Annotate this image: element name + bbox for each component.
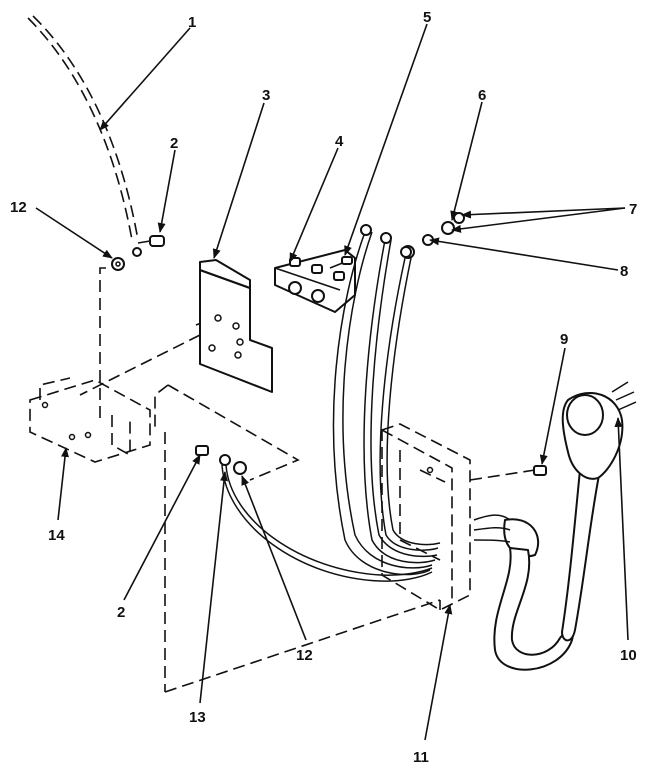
callout-labels: 1 2 12 3 4 5 6 7 8 9 10 11 2 13 12 14 bbox=[10, 9, 637, 766]
callout-2-top: 2 bbox=[170, 135, 178, 152]
power-cord-plug-part bbox=[473, 381, 637, 671]
callout-12-bottom: 12 bbox=[296, 647, 313, 664]
callout-8: 8 bbox=[620, 263, 628, 280]
callout-12-top: 12 bbox=[10, 199, 27, 216]
terminal-screw-part bbox=[329, 256, 353, 269]
nut-top-part bbox=[111, 247, 142, 271]
callout-13: 13 bbox=[189, 709, 206, 726]
callout-14: 14 bbox=[48, 527, 65, 544]
callout-10: 10 bbox=[620, 647, 637, 664]
callout-7: 7 bbox=[629, 201, 637, 218]
assembly-guide-lines bbox=[79, 267, 536, 693]
power-cord-leads bbox=[332, 224, 441, 576]
callout-3: 3 bbox=[262, 87, 270, 104]
callout-4: 4 bbox=[335, 133, 344, 150]
callout-2-bottom: 2 bbox=[117, 604, 125, 621]
screw-top-part bbox=[137, 235, 165, 247]
junction-box-part bbox=[381, 423, 471, 611]
clamp-screw-part bbox=[533, 465, 547, 476]
leader-lines bbox=[35, 23, 629, 741]
callout-1: 1 bbox=[188, 14, 196, 31]
ground-wire-part bbox=[27, 15, 139, 241]
callout-5: 5 bbox=[423, 9, 431, 26]
callout-11: 11 bbox=[413, 749, 429, 766]
bracket-plate-part bbox=[199, 259, 273, 393]
callout-9: 9 bbox=[560, 331, 568, 348]
mounting-bracket-part bbox=[29, 377, 151, 463]
ground-lead-part bbox=[195, 445, 433, 582]
callout-6: 6 bbox=[478, 87, 486, 104]
